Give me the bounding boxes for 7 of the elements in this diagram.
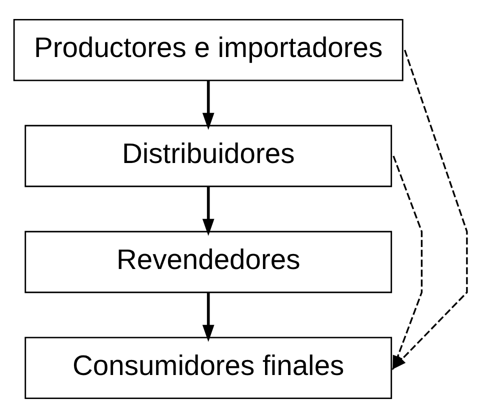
node-box: Distribuidores (24, 124, 392, 188)
node-box: Revendedores (24, 230, 392, 294)
arrow (202, 292, 214, 342)
node-box: Consumidores finales (24, 336, 392, 400)
arrow (202, 186, 214, 236)
arrow (202, 80, 214, 130)
node-box: Productores e importadores (13, 18, 404, 82)
